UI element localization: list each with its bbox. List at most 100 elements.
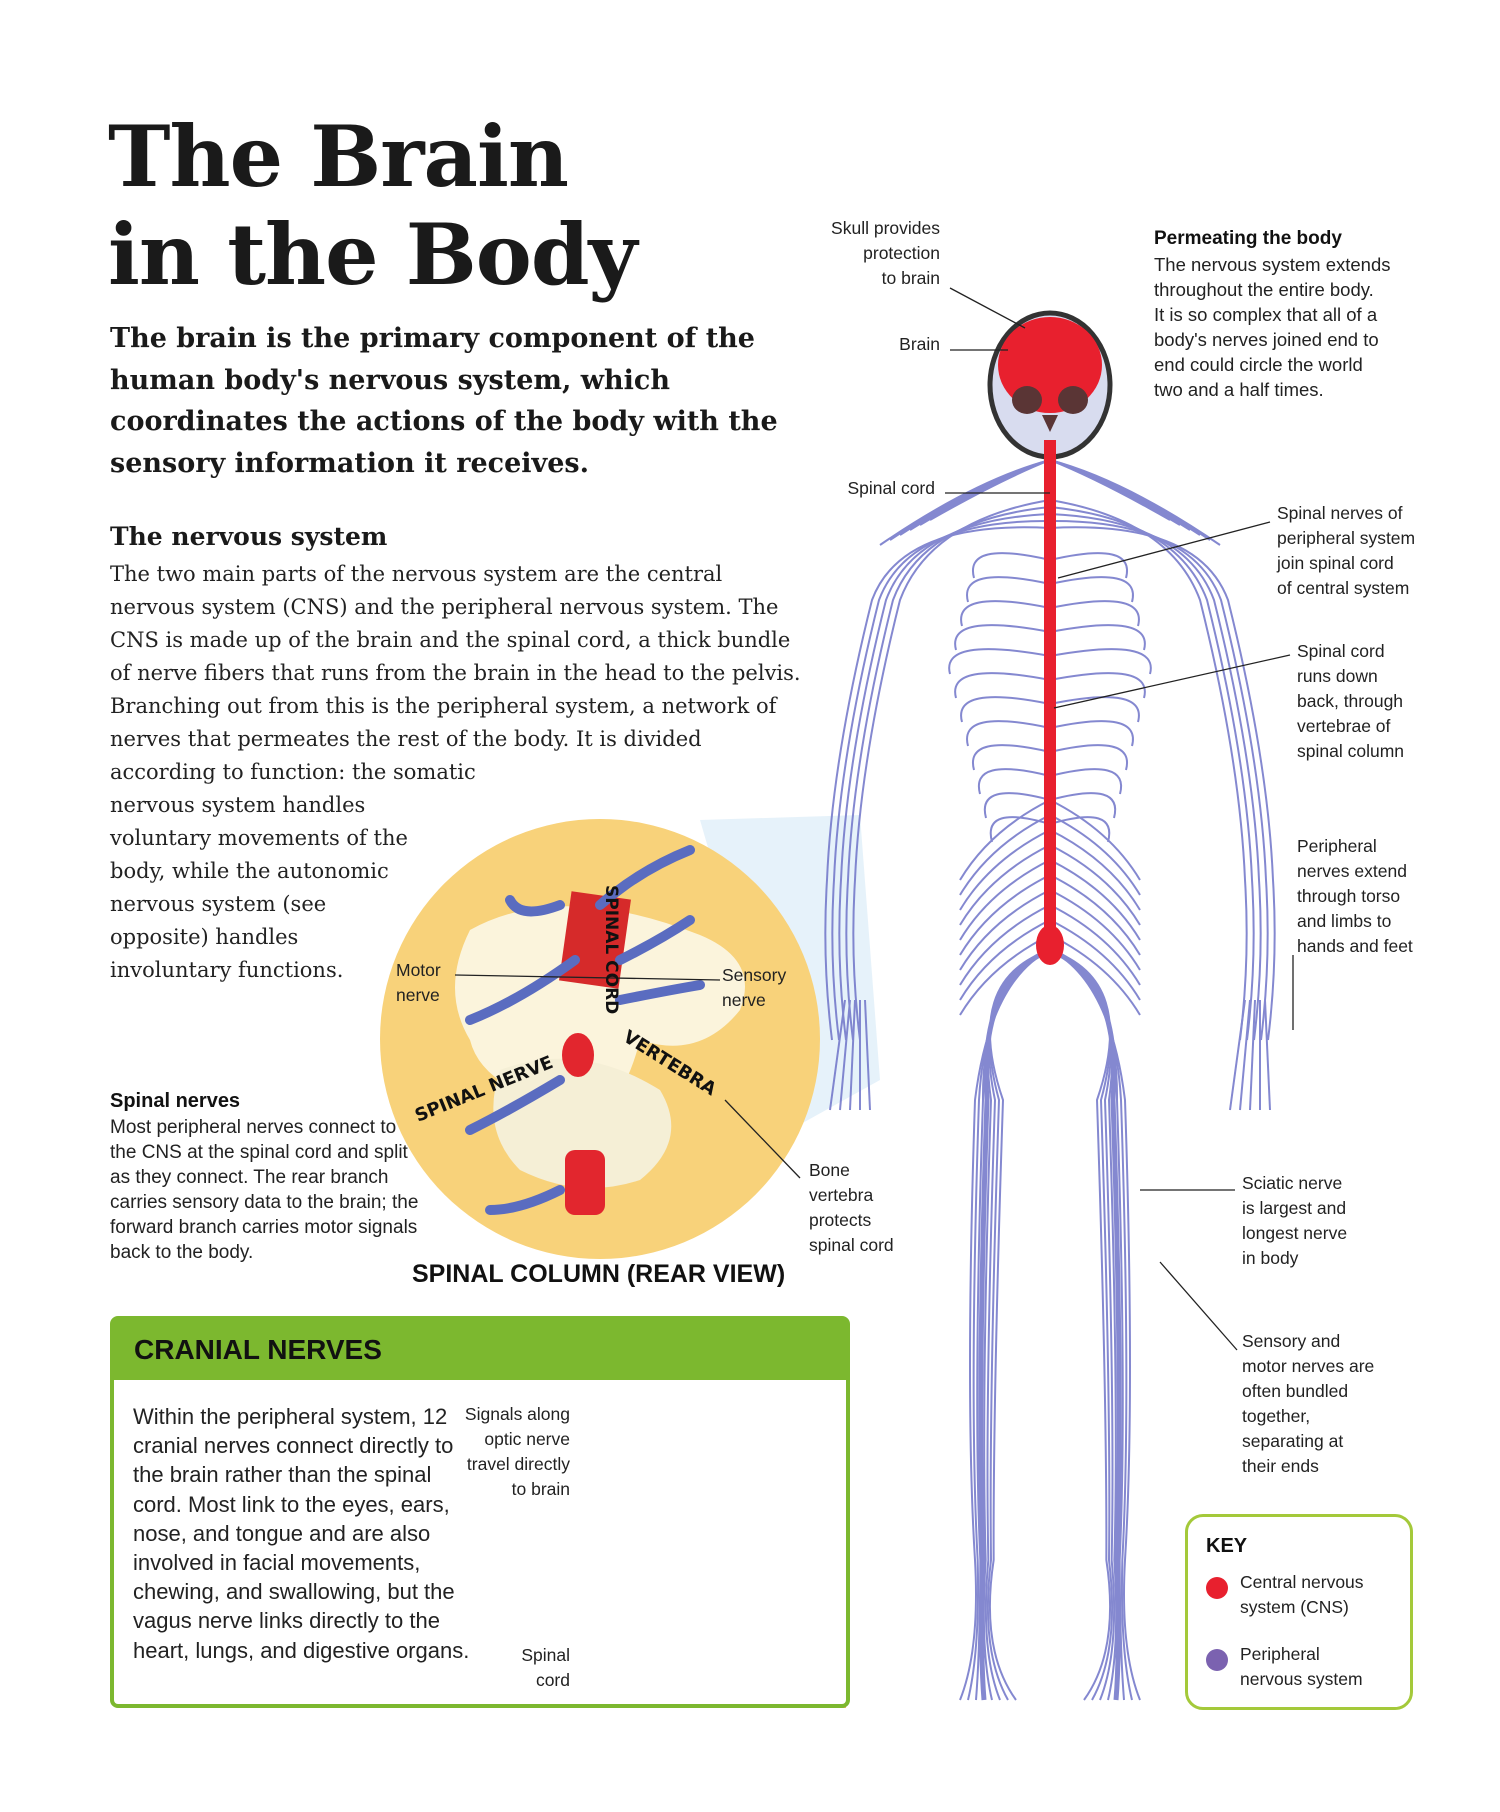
motor-nerve-leader bbox=[454, 974, 721, 981]
cranial-nerves-box: CRANIAL NERVES Within the peripheral sys… bbox=[110, 1316, 850, 1708]
spinal-cord-segment bbox=[565, 1150, 605, 1215]
nervous-system-heading: The nervous system bbox=[110, 522, 388, 551]
torso-nerve bbox=[959, 889, 1051, 971]
leg-nerve bbox=[988, 949, 1051, 1701]
cranial-nerves-heading: CRANIAL NERVES bbox=[114, 1320, 846, 1380]
bone-vertebra-leader bbox=[724, 1099, 801, 1179]
skull-label: Skull provides protection to brain bbox=[831, 218, 940, 288]
rib bbox=[1049, 552, 1129, 579]
finger-nerve bbox=[1239, 999, 1251, 1111]
cns-swatch bbox=[1206, 1577, 1228, 1599]
rib bbox=[960, 600, 1051, 627]
rib bbox=[966, 720, 1051, 747]
cord-runs-label: Spinal cord runs down back, through vert… bbox=[1297, 641, 1404, 761]
torso-nerve bbox=[1049, 859, 1141, 941]
optic-signals-label: Signals along optic nerve travel directl… bbox=[464, 1404, 570, 1499]
torso-nerve bbox=[959, 919, 1051, 1001]
torso-nerve bbox=[959, 829, 1051, 911]
rib bbox=[1049, 744, 1129, 771]
nervous-system-text: The two main parts of the nervous system… bbox=[110, 562, 801, 784]
rib bbox=[977, 768, 1051, 795]
rib bbox=[971, 744, 1051, 771]
spinal-nerves-text: Most peripheral nerves connect to the CN… bbox=[110, 1117, 419, 1263]
neck-nerve bbox=[1049, 459, 1171, 521]
finger-nerve bbox=[829, 999, 846, 1111]
finger-nerve bbox=[1249, 999, 1256, 1111]
finger-nerve bbox=[1229, 999, 1246, 1111]
key-item-cns: Central nervous system (CNS) bbox=[1240, 1572, 1364, 1617]
rib bbox=[1049, 672, 1146, 699]
neck-nerve bbox=[929, 459, 1051, 521]
bone-vertebra-label: Bone vertebra protects spinal cord bbox=[809, 1160, 894, 1255]
title-line-1: The Brain bbox=[108, 107, 569, 206]
sciatic-label: Sciatic nerve is largest and longest ner… bbox=[1242, 1173, 1348, 1268]
rib bbox=[971, 552, 1051, 579]
rib bbox=[948, 648, 1051, 675]
spinal-cord-figure-label: Spinal cord bbox=[847, 478, 935, 498]
torso-nerve bbox=[959, 904, 1051, 986]
finger-nerve bbox=[849, 999, 856, 1111]
spinal-cord-label: SPINAL CORD bbox=[601, 885, 621, 1014]
rib bbox=[954, 624, 1051, 651]
rib bbox=[983, 792, 1051, 819]
torso-nerve bbox=[1049, 904, 1141, 986]
torso-nerve bbox=[959, 874, 1051, 956]
page-title: The Brain in the Body bbox=[108, 107, 637, 304]
finger-nerve bbox=[1264, 999, 1271, 1111]
rib bbox=[1049, 720, 1134, 747]
leg-nerve bbox=[1049, 949, 1112, 1701]
rib bbox=[1049, 792, 1117, 819]
spinal-cord bbox=[1044, 440, 1056, 950]
torso-nerve bbox=[1049, 844, 1141, 926]
rib bbox=[966, 576, 1051, 603]
nervous-system-figure bbox=[824, 310, 1276, 1701]
torso-nerve bbox=[959, 859, 1051, 941]
cranial-nerves-text: Within the peripheral system, 12 cranial… bbox=[133, 1404, 470, 1663]
rib bbox=[960, 696, 1051, 723]
spinal-column-caption: SPINAL COLUMN (REAR VIEW) bbox=[412, 1260, 786, 1288]
rib bbox=[989, 816, 1051, 843]
permeating-text: The nervous system extends throughout th… bbox=[1154, 254, 1391, 400]
torso-nerve bbox=[959, 844, 1051, 926]
arm-nerve bbox=[1049, 526, 1276, 1041]
rib bbox=[954, 672, 1051, 699]
intro-paragraph: The brain is the primary component of th… bbox=[110, 323, 778, 479]
rib bbox=[1049, 576, 1134, 603]
eye-socket bbox=[1058, 386, 1088, 414]
spinal-nerves-heading: Spinal nerves bbox=[110, 1090, 241, 1112]
rib bbox=[1049, 648, 1152, 675]
nervous-system-text-narrow: nervous system handles voluntary movemen… bbox=[110, 793, 408, 982]
rib bbox=[1049, 768, 1123, 795]
sensory-nerve-label: Sensory nerve bbox=[722, 965, 787, 1010]
torso-nerve bbox=[959, 814, 1051, 896]
torso-nerve bbox=[1049, 874, 1141, 956]
neck-nerve bbox=[1049, 459, 1221, 546]
figure-leaders bbox=[945, 287, 1294, 1351]
peripheral-extend-label: Peripheral nerves extend through torso a… bbox=[1297, 836, 1413, 956]
finger-nerve bbox=[864, 999, 871, 1111]
title-line-2: in the Body bbox=[108, 205, 637, 304]
key-legend: KEY Central nervous system (CNS) Periphe… bbox=[1185, 1514, 1413, 1710]
torso-nerve bbox=[1049, 919, 1141, 1001]
bundled-nerves-label: Sensory and motor nerves are often bundl… bbox=[1242, 1331, 1375, 1476]
arm-nerve bbox=[1049, 513, 1262, 1041]
rib bbox=[1049, 696, 1140, 723]
spinal-cord-segment bbox=[562, 1033, 594, 1077]
leg-nerve bbox=[984, 949, 1051, 1701]
rib bbox=[1049, 816, 1111, 843]
neck-nerve bbox=[879, 459, 1051, 546]
head-spinal-cord-label: Spinal cord bbox=[521, 1645, 570, 1690]
torso-nerve bbox=[1049, 889, 1141, 971]
brain-label: Brain bbox=[899, 334, 940, 354]
eye-socket bbox=[1012, 386, 1042, 414]
torso-nerve bbox=[959, 799, 1051, 881]
nose-cavity bbox=[1042, 415, 1058, 432]
spinal-cord-end bbox=[1036, 925, 1064, 965]
torso-nerve bbox=[1049, 814, 1141, 896]
pns-swatch bbox=[1206, 1649, 1228, 1671]
motor-nerve-label: Motor nerve bbox=[396, 960, 441, 1005]
rib bbox=[1049, 600, 1140, 627]
permeating-heading: Permeating the body bbox=[1154, 228, 1342, 249]
torso-nerve bbox=[1049, 829, 1141, 911]
